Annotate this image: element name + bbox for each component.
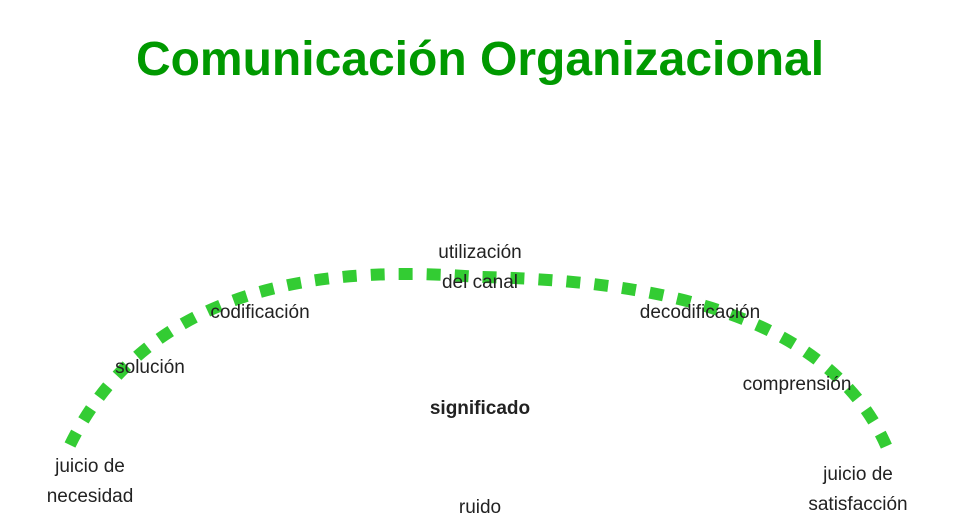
- label-juicio-necesidad-line2: necesidad: [46, 486, 134, 507]
- dashed-arc: [64, 268, 896, 458]
- label-decodificacion: decodificación: [639, 302, 761, 323]
- label-juicio-satisfaccion: juicio de satisfacción: [788, 460, 928, 520]
- label-comprension: comprensión: [742, 374, 852, 395]
- label-juicio-necesidad-line1: juicio de: [55, 456, 125, 477]
- label-codificacion: codificación: [210, 302, 310, 323]
- label-utilizacion: utilización del canal: [400, 238, 560, 298]
- label-ruido: ruido: [458, 497, 502, 518]
- label-juicio-necesidad: juicio de necesidad: [20, 452, 160, 512]
- label-juicio-satisfaccion-line1: juicio de: [823, 464, 893, 485]
- label-utilizacion-line2: del canal: [441, 272, 519, 293]
- label-significado: significado: [429, 398, 531, 419]
- label-utilizacion-line1: utilización: [438, 242, 522, 263]
- label-solucion: solución: [115, 357, 185, 378]
- slide-title: Comunicación Organizacional: [135, 33, 825, 86]
- label-juicio-satisfaccion-line2: satisfacción: [808, 494, 908, 515]
